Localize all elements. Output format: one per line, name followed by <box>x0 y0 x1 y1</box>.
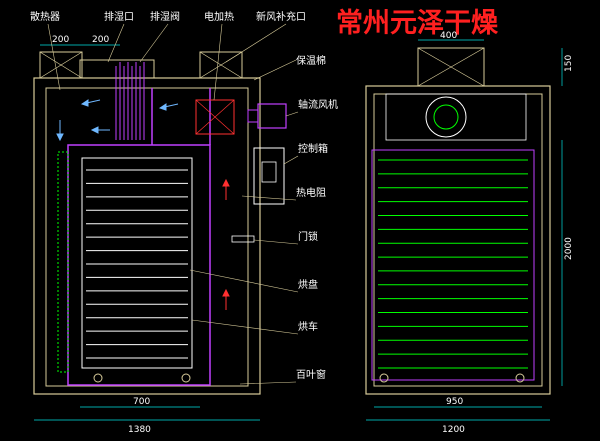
side-dimension-lines <box>34 44 260 421</box>
label-radiator: 散热器 <box>30 10 60 23</box>
drying-cart <box>81 157 193 369</box>
front-fan <box>425 96 467 138</box>
front-outer-wall <box>365 85 551 395</box>
exhaust-valve-pipes <box>115 62 145 140</box>
dim-front-400: 400 <box>440 31 457 41</box>
front-inner-wall <box>373 93 543 387</box>
air-duct <box>67 144 211 386</box>
dim-front-950: 950 <box>446 397 463 407</box>
heat-arrows <box>222 178 230 310</box>
label-electric-heating: 电加热 <box>204 10 234 23</box>
fresh-air-port-left <box>39 51 83 79</box>
side-trays <box>86 169 188 359</box>
label-insulation: 保温棉 <box>296 54 326 67</box>
front-wheel-left <box>379 373 389 383</box>
label-fresh-air: 新风补充口 <box>256 10 306 23</box>
wheel-right <box>181 373 191 383</box>
control-box <box>253 147 285 205</box>
side-view: 200 200 700 1380 <box>33 35 287 435</box>
dim-front-1200: 1200 <box>442 425 465 435</box>
side-inner-wall <box>45 87 249 387</box>
label-exhaust-port: 排湿口 <box>104 10 134 23</box>
airflow-arrows <box>56 99 179 142</box>
front-trays <box>378 159 528 369</box>
label-heat-resistor: 热电阻 <box>296 186 326 199</box>
label-louver: 百叶窗 <box>296 368 326 381</box>
exhaust-port-roof <box>79 59 155 79</box>
front-view: 400 150 2000 950 1200 <box>365 31 574 435</box>
front-cart <box>371 149 535 381</box>
company-title: 常州元泽干燥 <box>336 8 499 39</box>
dim-side-700: 700 <box>133 397 150 407</box>
label-door-lock: 门锁 <box>298 230 318 243</box>
front-dimension-lines <box>366 39 563 421</box>
label-axial-fan: 轴流风机 <box>298 98 338 111</box>
front-wheel-right <box>515 373 525 383</box>
dim-side-200b: 200 <box>92 35 109 45</box>
dim-side-200a: 200 <box>52 35 69 45</box>
fresh-air-port-right <box>199 51 243 79</box>
label-cart: 烘车 <box>298 320 318 333</box>
front-top-port <box>417 47 485 87</box>
label-tray: 烘盘 <box>298 278 318 291</box>
dim-front-150: 150 <box>564 55 574 72</box>
electric-heater <box>195 99 235 135</box>
door-lock <box>231 235 255 243</box>
dim-front-2000: 2000 <box>564 237 574 260</box>
label-control-box: 控制箱 <box>298 142 328 155</box>
label-exhaust-valve: 排湿阀 <box>150 10 180 23</box>
radiator-coil <box>57 151 69 373</box>
axial-fan <box>257 103 287 129</box>
dim-side-1380: 1380 <box>128 425 151 435</box>
leader-lines <box>47 23 299 385</box>
wheel-left <box>93 373 103 383</box>
